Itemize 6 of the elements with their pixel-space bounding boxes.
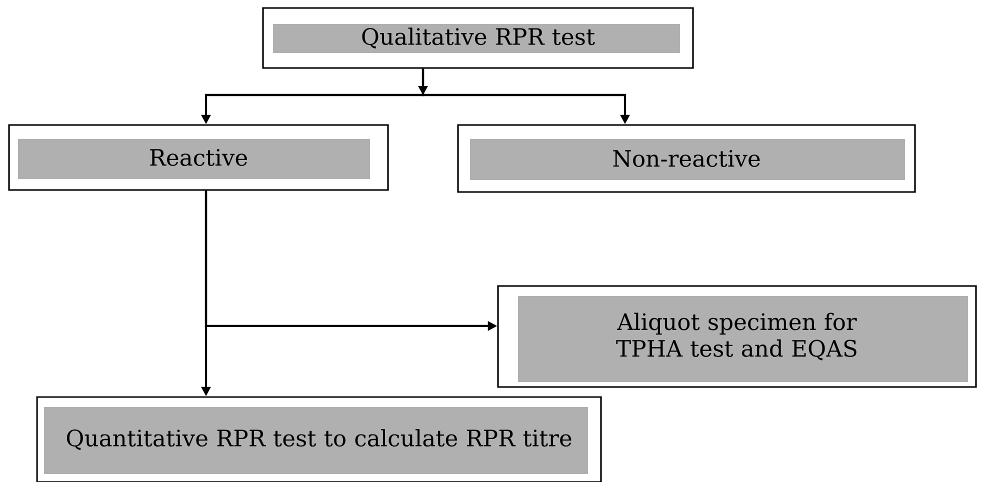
process-box: Quantitative RPR test to calculate RPR titre (36, 396, 602, 482)
process-box: Reactive (8, 124, 389, 191)
arrowhead (418, 86, 428, 95)
process-box: Qualitative RPR test (262, 7, 694, 69)
process-box: Aliquot specimen for TPHA test and EQAS (497, 285, 977, 388)
process-box: Non-reactive (457, 124, 916, 193)
